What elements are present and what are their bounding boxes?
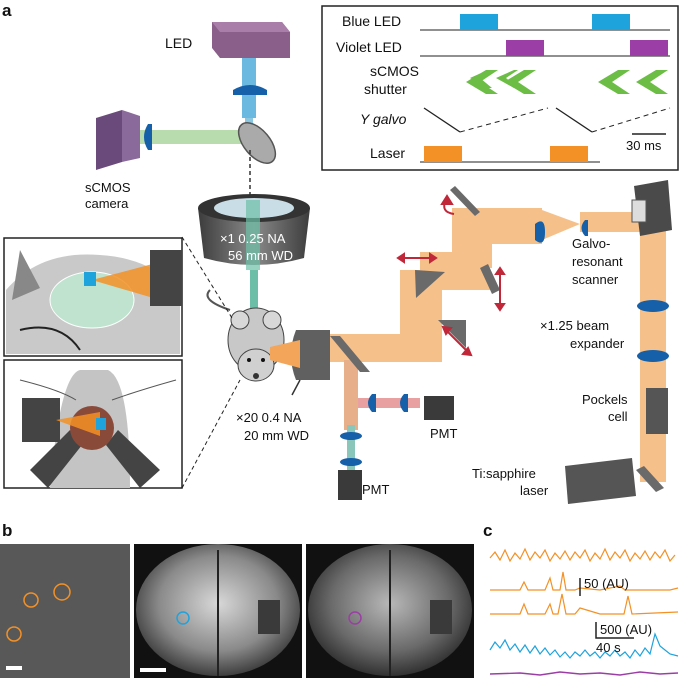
trace-orange-2 [490,571,679,591]
trace-scale-2: 500 (AU) [600,622,652,637]
timing-row-scmos: sCMOS [370,63,419,79]
trace-orange-3 [490,593,679,615]
inset-head-side [3,237,183,357]
panel-a-letter: a [2,1,12,20]
trace-violet [489,671,679,676]
timing-row-laser: Laser [370,145,405,161]
led-lens [233,85,267,95]
objective1-label-1: ×1 0.25 NA [220,231,286,246]
panel-b-letter: b [2,521,12,540]
objective2-pointer [291,379,301,396]
led-label: LED [165,35,192,51]
fluorescence-beam [344,360,358,430]
pmt-right-label: PMT [430,426,458,441]
trace-scale-1: 50 (AU) [584,576,629,591]
image-widefield-blue [134,544,302,678]
timing-row-violet-led: Violet LED [336,39,402,55]
pmt-right [424,396,454,420]
laser-label-1: Ti:sapphire [472,466,536,481]
pmt-bottom [338,470,362,500]
scan-lens-2 [581,220,588,236]
motion-arrows [396,194,506,357]
expander-label-2: expander [570,336,625,351]
pockels-label-2: cell [608,409,628,424]
timing-row-y-galvo: Y galvo [360,111,407,127]
pmt-lens-1 [368,394,376,412]
callout-line-bottom [181,379,241,489]
trace-orange-1 [489,547,676,563]
pockels-cell [646,388,668,434]
expander-label-1: ×1.25 beam [540,318,609,333]
panel-c-letter: c [483,521,492,540]
galvo-label-1: Galvo- [572,236,610,251]
green-emission-beam [347,425,355,470]
camera-label-1: sCMOS [85,180,131,195]
galvo-label-2: resonant [572,254,623,269]
image-two-photon [0,544,130,678]
dichroic-mirror [237,122,277,164]
scmos-camera [96,110,140,170]
trace-scale-bar-2 [595,622,634,639]
timing-diagram: Blue LED Violet LED sCMOS shutter Y galv… [321,5,679,171]
camera-lens [144,124,152,150]
objective-2p [270,330,330,380]
trace-blue [489,632,679,660]
galvo-label-3: scanner [572,272,619,287]
traces: 50 (AU) 500 (AU) 40 s [489,547,679,676]
scan-lens-1 [535,221,545,243]
pockels-label-1: Pockels [582,392,628,407]
galvo-scanner [631,180,672,236]
inset-head-top [3,359,183,489]
callout-line-top [181,236,233,319]
timing-scalebar-label: 30 ms [626,138,662,153]
objective2-label-1: ×20 0.4 NA [236,410,302,425]
objective-widefield [198,194,310,270]
mouse [206,289,285,382]
expander-lens-1 [637,300,669,312]
ti-sapphire-laser [565,458,636,504]
pmt-lens-3 [340,432,362,440]
pmt-lens-2 [400,394,408,412]
green-beam-to-mouse [250,270,258,340]
timing-row-shutter: shutter [364,81,407,97]
timing-row-blue-led: Blue LED [342,13,401,29]
led-source [212,22,290,58]
red-emission-beam [358,398,420,408]
pmt-lens-4 [340,458,362,466]
image-widefield-violet [306,544,474,678]
objective1-label-2: 56 mm WD [228,248,293,263]
trace-scale-time: 40 s [596,640,621,655]
green-beam [140,130,250,144]
pmt-bottom-label: PMT [362,482,390,497]
objective2-label-2: 20 mm WD [244,428,309,443]
camera-label-2: camera [85,196,129,211]
expander-lens-2 [637,350,669,362]
laser-label-2: laser [520,483,549,498]
